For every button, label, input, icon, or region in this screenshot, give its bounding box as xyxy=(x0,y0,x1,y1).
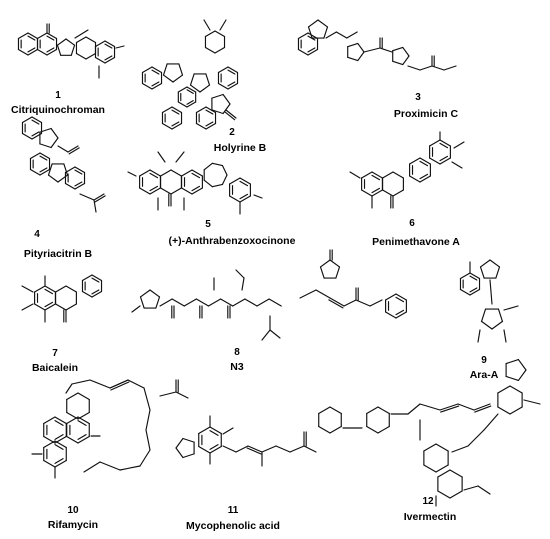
compound-number-7: 7 xyxy=(52,348,58,359)
compound-name-7: Baicalein xyxy=(31,362,79,374)
compound-number-10: 10 xyxy=(67,505,79,516)
compound-9-structure xyxy=(459,259,519,343)
compound-11-structure xyxy=(175,415,317,467)
compound-number-3: 3 xyxy=(415,92,421,103)
compound-name-10: Rifamycin xyxy=(47,519,99,531)
compound-name-9: Ara-A xyxy=(469,369,499,381)
compound-name-2: Holyrine B xyxy=(213,142,267,154)
compound-6-structure xyxy=(349,131,465,209)
compound-2-structure xyxy=(141,19,239,130)
compound-5-structure xyxy=(127,151,263,215)
compound-10-structure xyxy=(31,379,189,479)
compound-number-11: 11 xyxy=(227,505,239,516)
compound-name-6: Penimethavone A xyxy=(372,236,460,248)
compound-3-structure xyxy=(297,19,457,71)
compound-number-9: 9 xyxy=(481,355,487,366)
compound-name-1: Citriquinochroman xyxy=(11,104,105,116)
compound-4-structure xyxy=(21,116,106,213)
compound-name-11: Mycophenolic acid xyxy=(186,520,280,532)
compound-number-12: 12 xyxy=(422,496,434,507)
compound-name-8: N3 xyxy=(230,361,244,373)
compound-7-structure xyxy=(21,274,103,323)
compound-name-3: Proximicin C xyxy=(393,108,459,120)
compound-number-5: 5 xyxy=(205,219,211,230)
compound-1-structure xyxy=(17,23,125,79)
compound-number-1: 1 xyxy=(55,90,61,101)
compound-name-12: Ivermectin xyxy=(403,511,457,523)
compound-number-8: 8 xyxy=(234,347,240,358)
compound-8-structure xyxy=(131,249,407,341)
compound-number-4: 4 xyxy=(34,229,40,240)
compound-name-5: (+)-Anthrabenzoxocinone xyxy=(168,235,296,247)
compound-name-4: Pityriacitrin B xyxy=(23,248,93,260)
compound-number-6: 6 xyxy=(409,218,415,229)
compound-12-structure xyxy=(318,358,541,507)
compound-number-2: 2 xyxy=(229,127,235,138)
